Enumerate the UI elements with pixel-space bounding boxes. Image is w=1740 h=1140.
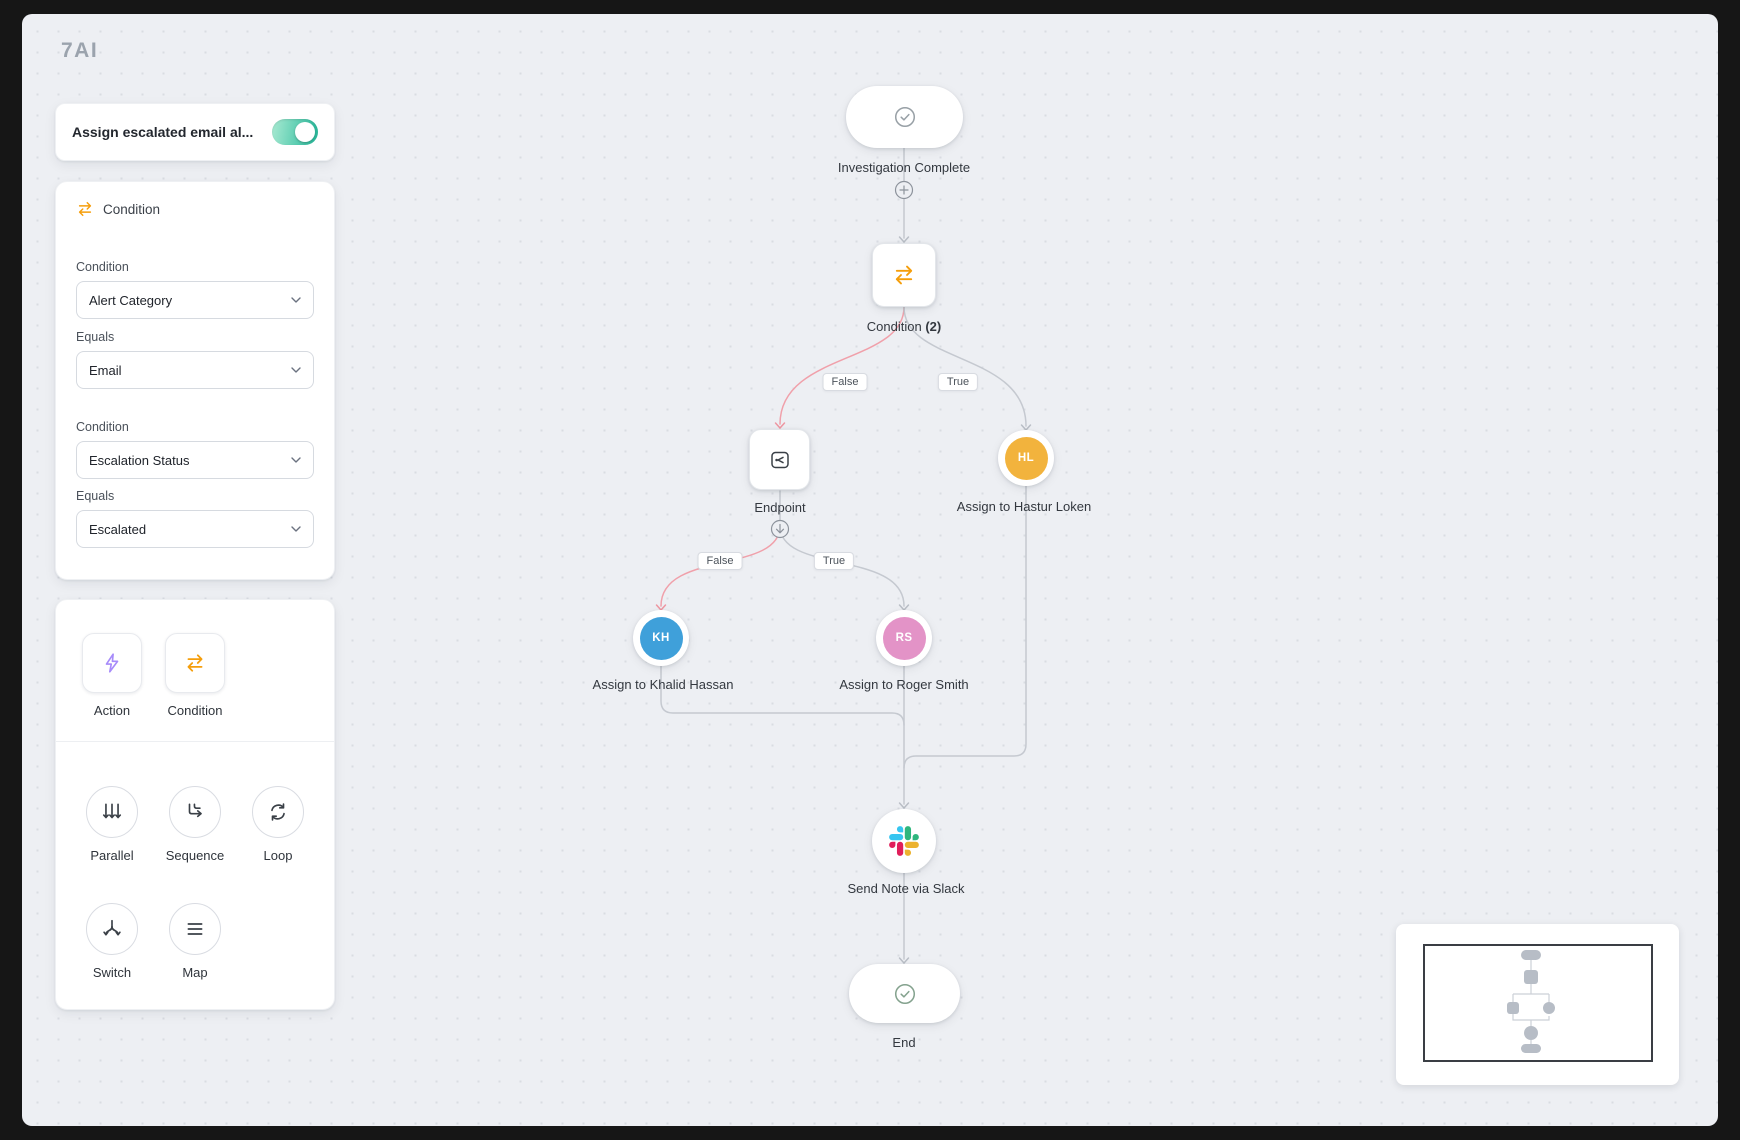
check-circle-icon [894, 106, 915, 128]
palette-item-label: Parallel [90, 848, 134, 863]
palette-item-label: Switch [92, 965, 132, 980]
menu-lines-icon [187, 923, 203, 935]
chevron-down-icon [291, 297, 301, 303]
palette-item-loop[interactable]: Loop [230, 786, 326, 863]
node-end[interactable] [849, 964, 960, 1023]
select-value: Email [89, 362, 122, 378]
edge-label-true: True [937, 373, 979, 391]
select-value: Alert Category [89, 292, 173, 308]
swap-arrows-icon [895, 265, 913, 285]
arrowhead-icon [774, 422, 786, 430]
palette-item-condition[interactable]: Condition [147, 633, 243, 718]
field-label-condition-2: Condition [76, 420, 129, 434]
node-label-assign-kh: Assign to Khalid Hassan [592, 677, 734, 692]
edge-condition-false [779, 306, 905, 425]
chevron-down-icon [291, 457, 301, 463]
avatar-hl: HL [1004, 436, 1048, 480]
edge-kh-merge [660, 664, 905, 726]
swap-arrows-icon [187, 654, 203, 672]
node-send-note-slack[interactable] [872, 809, 936, 873]
panel-header: Condition [76, 200, 314, 218]
node-label-start: Investigation Complete [837, 160, 971, 175]
node-assign-roger-smith[interactable]: RS [876, 610, 932, 666]
condition-label-text: Condition [866, 319, 922, 334]
swap-arrows-icon [78, 201, 92, 217]
arrowhead-icon [898, 957, 910, 965]
switch-branch-icon [103, 919, 121, 936]
workflow-enabled-toggle[interactable] [272, 119, 318, 145]
palette-item-label: Action [93, 703, 131, 718]
node-condition[interactable] [872, 243, 936, 307]
loop-icon [271, 803, 285, 821]
equals-select-2[interactable]: Escalated [76, 510, 314, 548]
palette-item-sequence[interactable]: Sequence [147, 786, 243, 863]
lightning-icon [105, 653, 119, 673]
add-node-button[interactable] [894, 180, 914, 200]
palette-item-label: Condition [167, 703, 223, 718]
node-label-endpoint: Endpoint [754, 500, 806, 515]
avatar-kh: KH [639, 616, 683, 660]
node-endpoint[interactable] [749, 429, 810, 490]
condition-select-1[interactable]: Alert Category [76, 281, 314, 319]
edge-label-false: False [822, 373, 868, 391]
node-assign-khalid-hassan[interactable]: KH [633, 610, 689, 666]
node-label-slack: Send Note via Slack [847, 881, 965, 896]
palette-item-label: Sequence [165, 848, 225, 863]
edge-label-false-2: False [697, 552, 743, 570]
equals-select-1[interactable]: Email [76, 351, 314, 389]
select-value: Escalated [89, 521, 147, 537]
avatar-rs: RS [882, 616, 926, 660]
edge-label-true-2: True [813, 552, 855, 570]
node-label-assign-rs: Assign to Roger Smith [839, 677, 969, 692]
minimap-viewport[interactable] [1423, 944, 1653, 1062]
sequence-icon [188, 803, 202, 818]
edge-condition-true [903, 306, 1027, 427]
select-value: Escalation Status [89, 452, 190, 468]
palette-divider [56, 741, 334, 742]
node-label-end: End [892, 1035, 916, 1050]
condition-select-2[interactable]: Escalation Status [76, 441, 314, 479]
node-label-condition: Condition (2) [774, 319, 1034, 334]
field-label-equals-2: Equals [76, 489, 115, 503]
chevron-down-icon [291, 526, 301, 532]
arrowhead-icon [898, 236, 910, 244]
node-label-assign-hl: Assign to Hastur Loken [956, 499, 1092, 514]
chevron-down-icon [291, 367, 301, 373]
condition-branch-count: (2) [925, 319, 942, 334]
parallel-arrows-icon [102, 803, 122, 819]
field-label-condition-1: Condition [76, 260, 129, 274]
palette-item-label: Map [182, 965, 208, 980]
edge-hl-merge [903, 484, 1027, 769]
brand-logo: 7AI [61, 39, 99, 62]
node-investigation-complete[interactable] [846, 86, 963, 148]
panel-title: Condition [103, 201, 161, 217]
node-palette: Action Condition Parallel [55, 599, 335, 1010]
insert-node-button[interactable] [770, 519, 790, 539]
endpoint-icon [770, 451, 789, 468]
node-assign-hastur-loken[interactable]: HL [998, 430, 1054, 486]
workflow-canvas[interactable]: 7AI Assign escalated email al... Conditi… [22, 14, 1718, 1126]
minimap-thumbnail [1507, 950, 1555, 1053]
workflow-title: Assign escalated email al... [72, 124, 254, 140]
arrowhead-icon [898, 802, 910, 810]
toggle-knob [295, 122, 315, 142]
workflow-header-card: Assign escalated email al... [55, 103, 335, 161]
palette-item-parallel[interactable]: Parallel [64, 786, 160, 863]
palette-item-label: Loop [263, 848, 293, 863]
minimap[interactable] [1396, 924, 1679, 1085]
palette-item-action[interactable]: Action [64, 633, 160, 718]
check-circle-icon [894, 983, 915, 1004]
condition-config-panel: Condition Condition Alert Category Equal… [55, 181, 335, 580]
slack-icon [889, 826, 919, 856]
palette-item-switch[interactable]: Switch [64, 903, 160, 980]
palette-item-map[interactable]: Map [147, 903, 243, 980]
field-label-equals-1: Equals [76, 330, 115, 344]
